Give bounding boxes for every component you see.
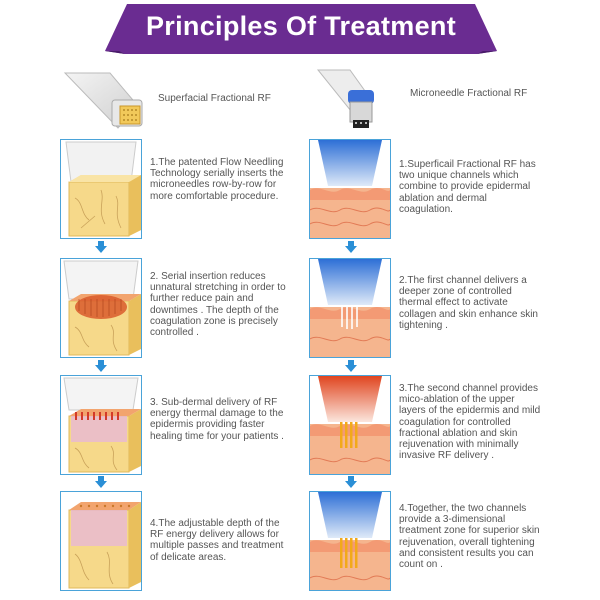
title-banner: Principles Of Treatment: [105, 4, 497, 54]
down-arrow-icon: [95, 476, 107, 488]
down-arrow-icon: [345, 241, 357, 253]
page-title: Principles Of Treatment: [146, 11, 456, 41]
left-step-1-text: 1.The patented Flow Needling Technology …: [150, 157, 284, 202]
down-arrow-icon: [345, 360, 357, 372]
right-step-2-illustration: [309, 258, 391, 358]
left-device-label: Superfacial Fractional RF: [158, 93, 271, 104]
right-step-4-illustration: [309, 491, 391, 591]
right-step-1-text: 1.Superficail Fractional RF has two uniq…: [399, 159, 536, 215]
right-step-2-text: 2.The first channel delivers a deeper zo…: [399, 275, 538, 331]
banner-ribbon-shape: [105, 4, 497, 54]
down-arrow-icon: [95, 360, 107, 372]
right-step-4-text: 4.Together, the two channels provide a 3…: [399, 503, 540, 571]
right-step-1-illustration: [309, 139, 391, 239]
microneedle-rf-handpiece: [310, 68, 390, 133]
left-step-3-text: 3. Sub-dermal delivery of RF energy ther…: [150, 397, 284, 442]
left-step-1-illustration: [60, 139, 142, 239]
left-step-2-text: 2. Serial insertion reduces unnatural st…: [150, 271, 286, 339]
right-device-label: Microneedle Fractional RF: [410, 88, 528, 99]
right-step-3-text: 3.The second channel provides mico-ablat…: [399, 383, 541, 462]
left-step-2-illustration: [60, 258, 142, 358]
down-arrow-icon: [95, 241, 107, 253]
right-step-3-illustration: [309, 375, 391, 475]
left-step-4-illustration: [60, 491, 142, 591]
down-arrow-icon: [345, 476, 357, 488]
left-step-3-illustration: [60, 375, 142, 475]
left-step-4-text: 4.The adjustable depth of the RF energy …: [150, 518, 284, 563]
superficial-rf-handpiece: [60, 68, 160, 138]
